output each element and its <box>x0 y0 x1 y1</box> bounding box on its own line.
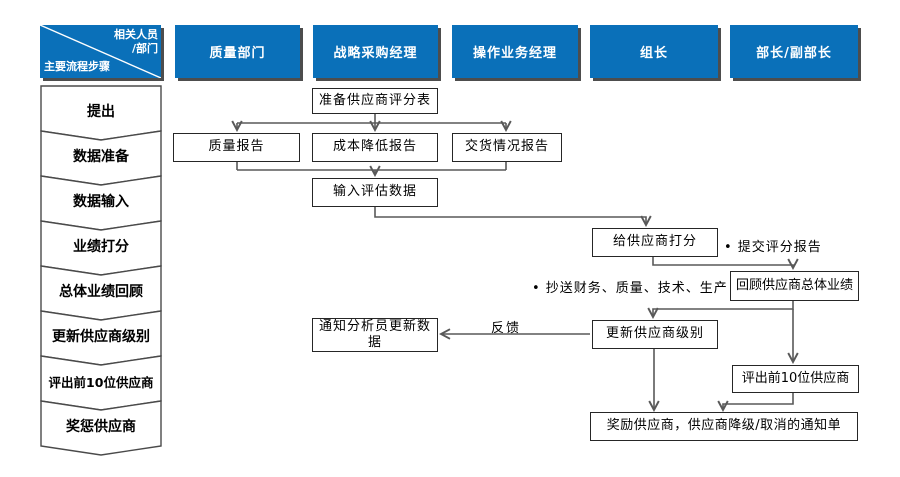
process-step-data-preparation: 数据准备 <box>40 130 162 186</box>
lane-header-strategic-purchasing-manager: 战略采购经理 <box>313 25 438 78</box>
edge-merge-reports <box>236 162 507 171</box>
process-step-overall-review: 总体业绩回顾 <box>40 265 162 321</box>
box-review-overall-performance: 回顾供应商总体业绩 <box>730 271 859 301</box>
step-label: 提出 <box>87 104 115 120</box>
edge-to-update-level <box>653 301 794 317</box>
lane-header-director: 部长/副部长 <box>730 25 858 78</box>
box-prepare-scorecard: 准备供应商评分表 <box>312 88 438 114</box>
process-step-reward-punish: 奖惩供应商 <box>40 400 162 456</box>
box-reward-downgrade-notice: 奖励供应商，供应商降级/取消的通知单 <box>590 412 858 441</box>
step-label: 数据输入 <box>73 194 129 210</box>
chevron-banner-shape <box>40 400 162 456</box>
step-label: 更新供应商级别 <box>52 329 150 345</box>
box-update-supplier-level: 更新供应商级别 <box>592 320 718 349</box>
corner-roles-line1: 相关人员 <box>114 28 158 41</box>
box-notify-analyst-update-data: 通知分析员更新数据 <box>312 318 438 352</box>
process-step-data-entry: 数据输入 <box>40 175 162 231</box>
edge-prepare-branch <box>237 114 506 124</box>
lane-header-team-leader: 组长 <box>590 25 718 78</box>
corner-roles-label: 相关人员 /部门 <box>114 28 158 56</box>
box-input-evaluation-data: 输入评估数据 <box>312 178 438 207</box>
step-label: 评出前10位供应商 <box>48 374 154 390</box>
edge-label-feedback: 反馈 <box>490 321 521 336</box>
diagonal-divider <box>40 25 161 78</box>
step-label: 业绩打分 <box>73 239 129 255</box>
edge-to-score-suppliers <box>374 207 646 225</box>
lane-header-quality-dept: 质量部门 <box>175 25 300 78</box>
corner-roles-line2: /部门 <box>131 41 158 55</box>
box-delivery-report: 交货情况报告 <box>452 133 562 162</box>
box-quality-report: 质量报告 <box>173 133 300 162</box>
box-cost-reduction-report: 成本降低报告 <box>312 133 438 162</box>
step-label: 总体业绩回顾 <box>59 284 143 300</box>
note-submit-score-report: • 提交评分报告 <box>724 240 822 255</box>
step-label: 奖惩供应商 <box>66 419 136 435</box>
matrix-corner-header: 相关人员 /部门 主要流程步骤 <box>40 25 161 78</box>
lane-header-operations-manager: 操作业务经理 <box>452 25 578 78</box>
note-cc-departments: • 抄送财务、质量、技术、生产 <box>532 281 728 296</box>
box-select-top10-suppliers: 评出前10位供应商 <box>732 365 859 393</box>
step-label: 数据准备 <box>73 149 129 165</box>
edge-to-review-performance <box>652 257 793 268</box>
edge-top10-to-reward <box>723 393 794 410</box>
process-step-select-top10: 评出前10位供应商 <box>40 355 162 411</box>
box-score-suppliers: 给供应商打分 <box>592 228 718 257</box>
corner-steps-label: 主要流程步骤 <box>44 60 110 73</box>
process-step-propose: 提出 <box>40 85 162 141</box>
